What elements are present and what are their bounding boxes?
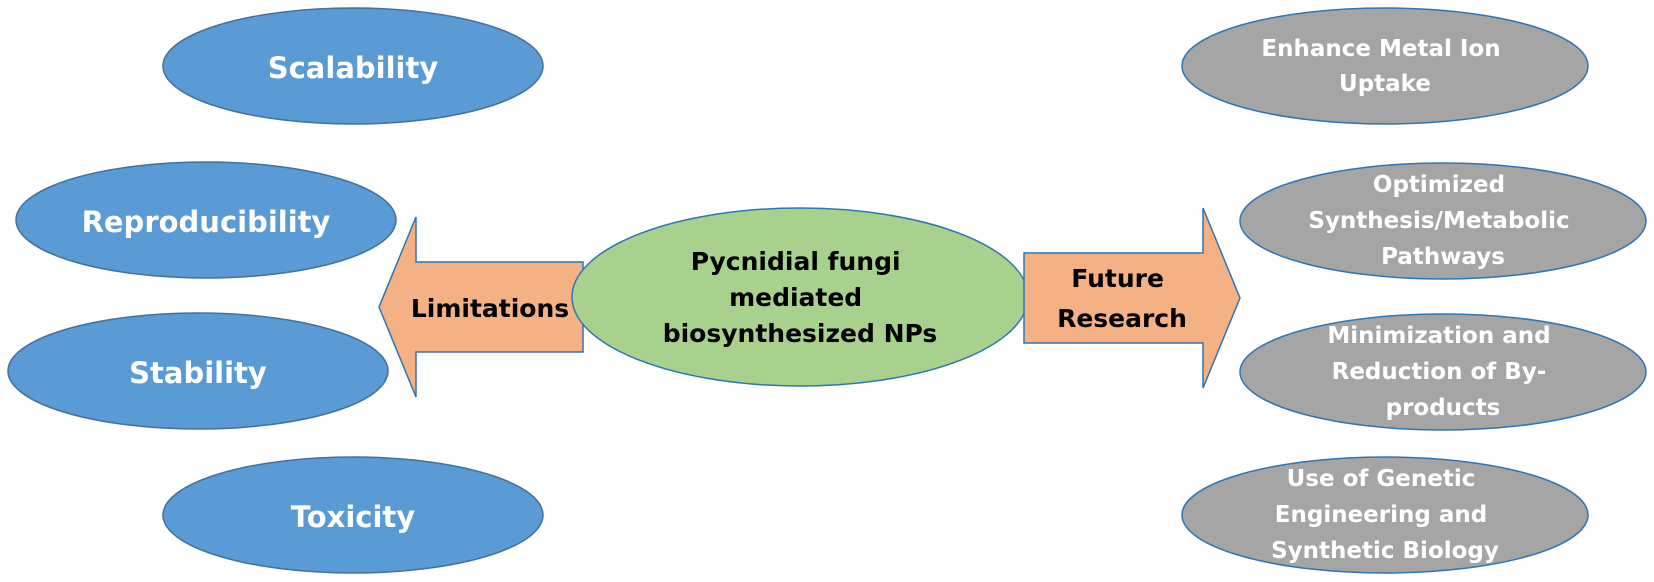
limitation-node-reproducibility: Reproducibility [15,161,397,279]
arrow-label-line: Future [1071,264,1164,293]
future-ellipse [1181,7,1589,125]
center-label: Pycnidial fungi mediated biosynthesized … [663,247,938,348]
arrow-label-line: Limitations [411,294,569,323]
future-label-line: Engineering and [1275,502,1487,528]
future-label: Use of Genetic Engineering and Synthetic… [1271,466,1499,564]
future-node-by-products: Minimization and Reduction of By- produc… [1239,313,1647,431]
future-label-line: Synthetic Biology [1271,538,1499,564]
limitation-ellipse [15,161,397,279]
future-research-arrow-label: Future Research [1057,264,1187,333]
future-node-optimized-synthesis: Optimized Synthesis/Metabolic Pathways [1239,162,1647,280]
future-label-line: Use of Genetic [1287,466,1476,492]
future-research-arrow: Future Research [1023,207,1241,389]
future-label-line: Minimization and [1327,323,1550,349]
future-label: Minimization and Reduction of By- produc… [1327,323,1558,421]
future-label-line: Enhance Metal Ion [1261,36,1500,62]
future-node-genetic-engineering: Use of Genetic Engineering and Synthetic… [1181,456,1589,574]
arrow-label-line: Research [1057,304,1187,333]
limitation-label: Reproducibility [82,205,331,239]
limitation-ellipse [162,456,544,574]
right-arrow-shape [1023,207,1241,389]
center-node: Pycnidial fungi mediated biosynthesized … [571,207,1029,387]
limitation-node-toxicity: Toxicity [162,456,544,574]
limitation-node-stability: Stability [7,312,389,430]
center-label-line: mediated [729,283,862,312]
limitation-ellipse [162,7,544,125]
future-label-line: Pathways [1381,244,1505,270]
left-arrow-shape [378,216,584,398]
future-ellipse [1181,456,1589,574]
future-ellipse [1239,313,1647,431]
future-label-line: products [1386,395,1501,421]
limitation-label: Stability [129,356,267,390]
center-label-line: Pycnidial fungi [691,247,901,276]
future-label: Optimized Synthesis/Metabolic Pathways [1308,172,1577,270]
limitation-node-scalability: Scalability [162,7,544,125]
limitation-label: Toxicity [291,500,415,534]
future-label-line: Synthesis/Metabolic [1308,208,1569,234]
limitation-label-line: Toxicity [291,500,415,534]
future-label-line: Uptake [1339,71,1431,97]
future-label: Enhance Metal Ion Uptake [1261,36,1508,97]
limitation-label: Scalability [268,51,439,85]
future-ellipse [1239,162,1647,280]
future-label-line: Reduction of By- [1332,359,1547,385]
limitations-arrow: Limitations [378,216,584,398]
center-label-line: biosynthesized NPs [663,319,938,348]
limitation-label-line: Scalability [268,51,439,85]
future-node-metal-ion-uptake: Enhance Metal Ion Uptake [1181,7,1589,125]
limitations-arrow-label: Limitations [411,294,569,323]
future-label-line: Optimized [1373,172,1505,198]
limitation-ellipse [7,312,389,430]
limitation-label-line: Reproducibility [82,205,331,239]
limitation-label-line: Stability [129,356,267,390]
